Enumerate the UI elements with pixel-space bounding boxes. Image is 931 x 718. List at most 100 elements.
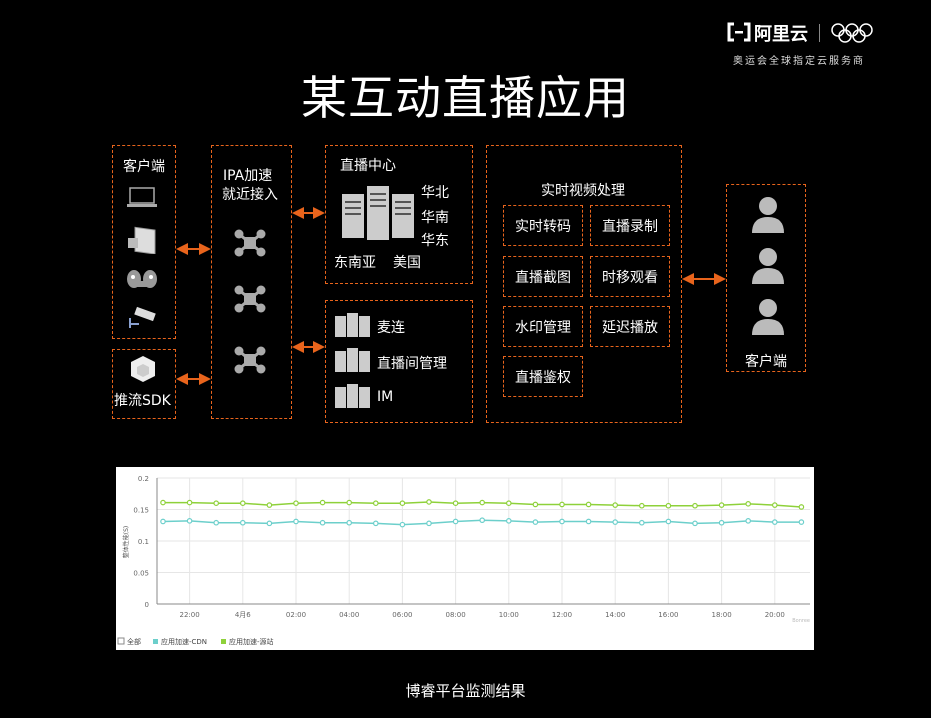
data-point [346,519,353,526]
data-point [798,519,805,525]
processing-item: 直播录制 [590,205,670,246]
laptop-icon [127,187,157,207]
data-point [399,500,406,507]
data-point [160,499,166,506]
surveillance-camera-icon [129,306,156,328]
data-point [505,518,512,524]
service-item: 麦连 [377,320,405,336]
page-title: 某互动直播应用 [301,71,630,125]
watermark: Bonree [792,618,810,624]
region-usa: 美国 [393,255,421,271]
legend-label: 应用加速-CDN [161,637,207,646]
server-icon [335,384,370,408]
processing-item: 延迟播放 [590,306,670,347]
data-point [505,500,512,507]
chart-caption: 博睿平台监测结果 [405,682,526,700]
data-point [585,501,592,508]
x-tick-label: 06:00 [392,611,412,619]
data-point [426,499,432,505]
data-point [612,502,619,508]
gamepad-icon [127,270,157,288]
data-point [559,518,565,525]
sdk-box [112,349,176,419]
live-center-label: 直播中心 [340,158,396,174]
x-tick-label: 14:00 [605,611,625,619]
data-point [319,499,326,506]
user-icon [752,197,784,233]
processing-item: 实时转码 [503,205,583,246]
client-left-label: 客户端 [123,159,165,175]
data-point [692,502,698,509]
legend-label: 应用加速-源站 [229,637,274,646]
data-point [293,518,299,525]
data-point [186,499,193,506]
network-node-icon [234,229,266,257]
region-huabei: 华北 [421,185,449,201]
client-left-box [112,145,176,339]
data-point [319,519,326,526]
y-tick-label: 0.05 [133,570,149,578]
legend-all-checkbox[interactable] [117,637,125,645]
data-point [692,520,698,527]
server-icon [335,348,370,372]
service-item: 直播间管理 [377,356,447,372]
services-box [325,300,473,423]
data-point [665,502,672,509]
data-point [452,518,459,525]
data-point [665,518,672,525]
aliyun-logo: 阿里云 [726,18,886,52]
data-point [240,500,246,507]
data-point [718,519,725,526]
data-point [213,519,220,526]
x-tick-label: 04:00 [339,611,359,619]
data-point [266,520,273,527]
x-tick-label: 08:00 [446,611,466,619]
data-point [745,518,752,524]
y-tick-label: 0 [145,601,149,609]
y-axis-label: 整体性能(S) [122,526,130,559]
x-tick-label: 02:00 [286,611,306,619]
data-point [399,521,406,528]
data-point [718,502,725,508]
x-tick-label: 18:00 [712,611,732,619]
user-icon [752,248,784,284]
processing-item: 直播鉴权 [503,356,583,397]
x-tick-label: 20:00 [765,611,785,619]
live-center-box [325,145,473,284]
region-southeast-asia: 东南亚 [334,255,376,271]
data-point [160,518,166,525]
data-point [532,501,539,508]
data-point [771,502,778,508]
region-huanan: 华南 [421,210,449,226]
processing-item: 水印管理 [503,306,583,347]
data-point [479,499,486,506]
data-point [372,500,379,507]
x-tick-label: 22:00 [180,611,200,619]
data-point [240,519,246,526]
data-point [426,520,432,527]
data-point [585,518,592,525]
data-point [638,502,645,509]
brand-tagline: 奥运会全球指定云服务商 [733,56,865,67]
ipa-label-line1: IPA加速 [223,168,273,184]
region-huadong: 华东 [421,233,449,249]
service-item: IM [377,389,394,405]
x-tick-label: 10:00 [499,611,519,619]
processing-box [486,145,682,423]
data-point [372,520,379,527]
user-icon [752,299,784,335]
data-point [798,504,805,510]
data-point [213,500,220,507]
ipa-label-line2: 就近接入 [222,187,278,203]
processing-item: 时移观看 [590,256,670,297]
x-tick-label: 16:00 [658,611,678,619]
display-camera-icon [128,226,156,254]
data-point [346,499,353,506]
data-point [293,500,299,507]
ipa-box [211,145,292,419]
data-point [612,519,619,525]
data-point [266,502,273,508]
